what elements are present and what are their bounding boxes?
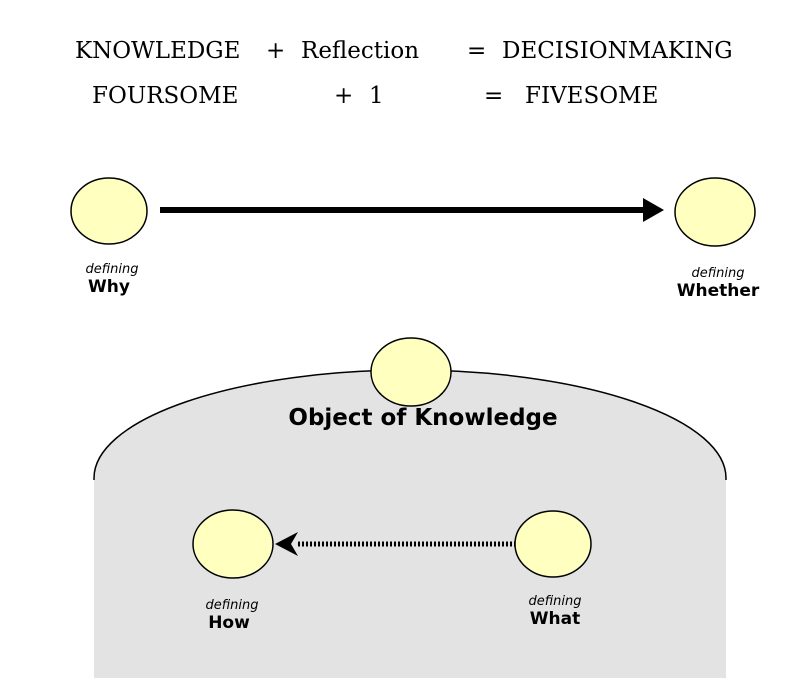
node-what [514, 510, 592, 578]
how-caption: defining How [192, 599, 272, 632]
whether-label: Whether [676, 281, 760, 301]
eq1-term2: Reflection [301, 38, 420, 64]
eq2-term1: FOURSOME [92, 83, 239, 109]
whether-sub-label: defining [691, 266, 745, 281]
why-to-whether-arrowhead [643, 198, 664, 222]
whether-caption: defining Whether [668, 267, 768, 300]
eq1-equals: = [467, 38, 487, 64]
node-whether [674, 177, 756, 247]
what-caption: defining What [515, 595, 595, 628]
eq1-plus: + [266, 38, 286, 64]
how-sub-label: defining [205, 598, 259, 613]
what-sub-label: defining [528, 594, 582, 609]
how-label: How [208, 613, 250, 633]
why-sub-label: defining [85, 262, 139, 277]
what-label: What [529, 609, 581, 629]
eq1-result: DECISIONMAKING [502, 38, 733, 64]
eq2-equals: = [484, 83, 504, 109]
eq2-term2: 1 [369, 83, 384, 109]
why-caption: defining Why [72, 263, 152, 296]
object-of-knowledge-region [94, 370, 726, 678]
node-object [370, 337, 452, 407]
eq2-result: FIVESOME [525, 83, 659, 109]
why-label: Why [88, 277, 130, 297]
eq2-plus: + [334, 83, 354, 109]
object-of-knowledge-title: Object of Knowledge [288, 405, 558, 431]
node-how [192, 509, 274, 579]
what-to-how-arrowhead [275, 532, 298, 556]
eq1-term1: KNOWLEDGE [75, 38, 241, 64]
node-why [70, 177, 148, 245]
